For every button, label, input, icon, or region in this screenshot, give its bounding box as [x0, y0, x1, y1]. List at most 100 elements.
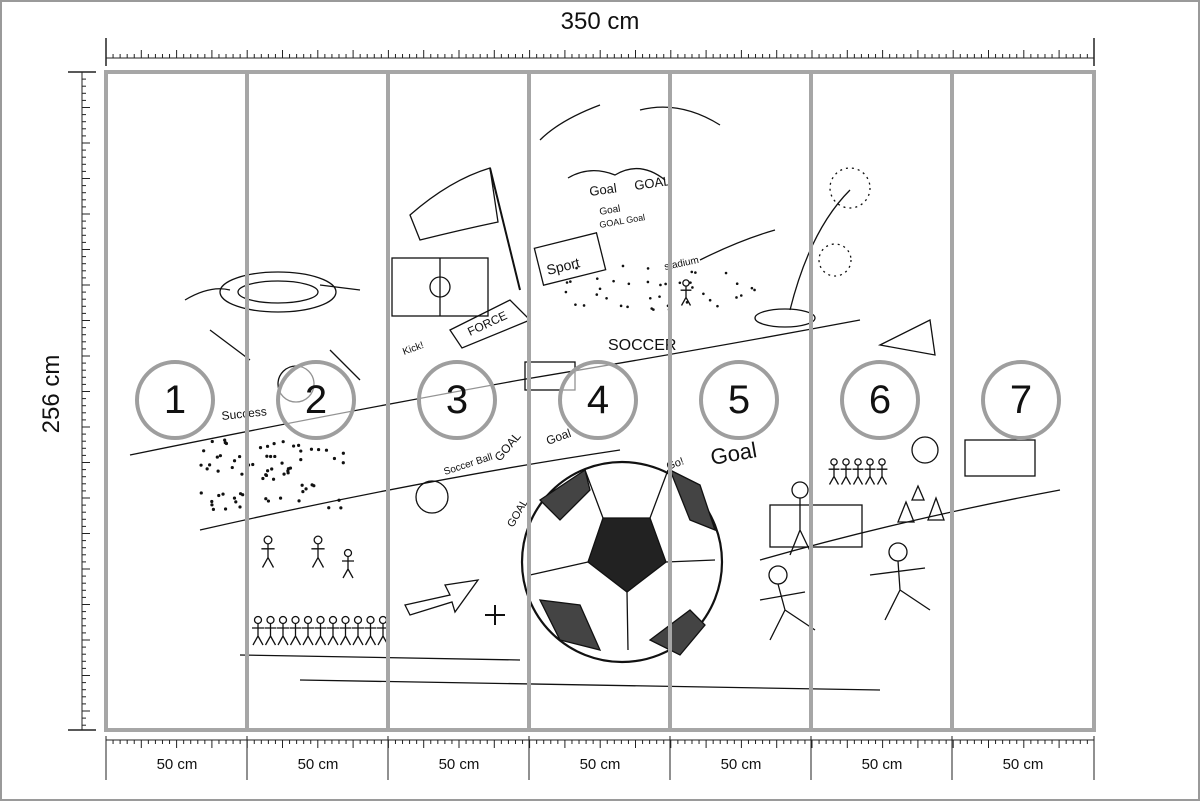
crowd-dot: [691, 286, 694, 289]
crowd-dot: [221, 492, 225, 496]
stick-figure: [303, 615, 313, 625]
crowd-dot: [575, 266, 578, 270]
stick-figure: [342, 556, 354, 579]
crowd-dot: [678, 281, 682, 285]
crowd-dot: [211, 507, 216, 511]
stick-figure: [366, 615, 375, 625]
panel-number-2: 2: [276, 360, 356, 440]
crowd-dot: [595, 293, 599, 296]
crowd-dot: [735, 282, 739, 286]
art-text: Goal: [599, 203, 622, 218]
stick-figure: [377, 623, 389, 646]
crowd-dot: [210, 439, 214, 444]
stick-figure: [343, 548, 353, 558]
crowd-dot: [341, 461, 345, 465]
crowd-dot: [724, 271, 728, 275]
crowd-dot: [301, 490, 305, 494]
art-text: Kick!: [401, 340, 425, 358]
crowd-dot: [297, 443, 301, 447]
crowd-dot: [753, 288, 756, 292]
crowd-dot: [199, 491, 203, 495]
crowd-dot: [569, 280, 572, 283]
crowd-dot: [739, 294, 743, 297]
panel-width-label-7: 50 cm: [1002, 756, 1044, 773]
crowd-dot: [232, 496, 237, 500]
crowd-dot: [627, 282, 631, 286]
crowd-dot: [716, 304, 719, 308]
crowd-dot: [258, 446, 263, 450]
crowd-dot: [648, 296, 652, 300]
crowd-dot: [297, 499, 301, 503]
art-text: Goal: [544, 426, 573, 448]
stick-figure: [291, 615, 300, 625]
stick-figure: [842, 458, 850, 466]
crowd-dot: [332, 456, 337, 461]
art-text: Sport: [545, 254, 581, 278]
stick-figure: [830, 458, 838, 466]
crowd-dot: [299, 458, 303, 462]
crowd-dot: [240, 472, 244, 476]
art-text: SOCCER: [608, 337, 676, 354]
crowd-dot: [304, 487, 308, 491]
stick-figure: [828, 465, 840, 485]
crowd-dot: [281, 440, 285, 444]
crowd-dot: [690, 270, 694, 274]
stick-figure: [313, 535, 323, 545]
stick-figure: [302, 623, 314, 646]
panel-grid: [104, 70, 1096, 732]
panel-width-label-2: 50 cm: [297, 756, 339, 773]
crowd-dot: [689, 281, 692, 284]
crowd-dot: [265, 454, 269, 458]
stick-figure: [328, 615, 338, 625]
crowd-dot: [217, 493, 221, 498]
crowd-dot: [280, 461, 284, 465]
art-text: Soccer Ball: [443, 452, 495, 478]
crowd-dot: [708, 298, 712, 302]
crowd-dot: [564, 290, 568, 294]
stick-figure: [854, 458, 862, 466]
crowd-dot: [273, 454, 277, 459]
crowd-dot: [598, 287, 602, 291]
crowd-dot: [238, 454, 242, 459]
crowd-dot: [659, 283, 662, 287]
panel-width-label-1: 50 cm: [156, 756, 198, 773]
stick-figure: [852, 465, 864, 485]
panel-width-label-6: 50 cm: [861, 756, 903, 773]
crowd-dot: [694, 271, 697, 274]
stick-figure: [264, 623, 277, 646]
crowd-dot: [646, 267, 650, 270]
stick-figure: [266, 615, 275, 625]
crowd-dot: [621, 264, 625, 268]
crowd-dot: [339, 506, 343, 510]
crowd-dot: [223, 438, 227, 442]
crowd-dot: [230, 465, 234, 470]
crowd-dot: [324, 448, 329, 452]
stick-figure: [261, 543, 275, 568]
crowd-dot: [205, 467, 209, 471]
panel-number-3: 3: [417, 360, 497, 440]
art-text: Success: [221, 404, 268, 423]
stick-figure: [277, 623, 289, 646]
crowd-dot: [292, 444, 296, 448]
top-ruler: [105, 38, 1095, 66]
panel-width-label-3: 50 cm: [438, 756, 480, 773]
crowd-dot: [264, 473, 268, 477]
stick-figure: [353, 615, 363, 625]
crowd-dot: [310, 483, 314, 487]
left-ruler: [68, 71, 96, 731]
crowd-dot: [272, 442, 276, 446]
sketch-artwork: [129, 104, 1061, 691]
panel-number-5: 5: [699, 360, 779, 440]
crowd-dot: [286, 471, 290, 475]
crowd-dot: [582, 304, 586, 307]
crowd-dot: [210, 499, 214, 504]
crowd-dot: [309, 447, 314, 451]
crowd-dot: [202, 449, 206, 453]
stick-figure: [840, 465, 852, 485]
art-text: Goal: [588, 180, 617, 199]
crowd-dot: [270, 467, 274, 471]
crowd-dot: [327, 506, 331, 510]
total-width-label: 350 cm: [560, 8, 640, 35]
crowd-dot: [269, 454, 273, 459]
art-text: FORCE: [465, 308, 509, 338]
